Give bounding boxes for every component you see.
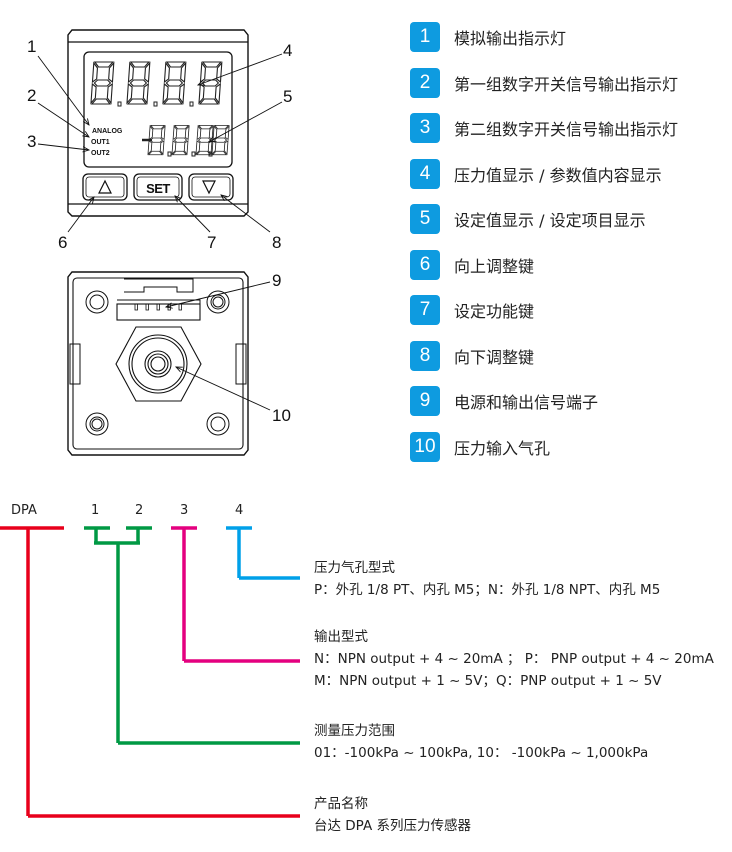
- legend-badge: 10: [410, 431, 440, 462]
- callout-1: 1: [27, 37, 36, 56]
- up-button[interactable]: [82, 173, 128, 201]
- desc-port-type: 压力气孔型式 P：外孔 1/8 PT、内孔 M5；N：外孔 1/8 NPT、内孔…: [314, 557, 660, 601]
- legend-item: 2 第一组数字开关信号输出指示灯: [410, 67, 679, 98]
- front-panel: ANALOG OUT1 OUT2 SET: [27, 29, 292, 252]
- down-button[interactable]: [188, 173, 234, 201]
- up-triangle-icon: [98, 179, 112, 194]
- code-segment-dpa: DPA: [11, 503, 37, 518]
- line-port: [226, 526, 300, 580]
- callout-5: 5: [283, 87, 292, 106]
- legend-label: 电源和输出信号端子: [454, 393, 599, 412]
- callout-6: 6: [58, 233, 67, 252]
- legend-item: 8 向下调整键: [410, 340, 535, 371]
- legend-item: 10 压力输入气孔: [410, 431, 551, 462]
- line-output: [171, 526, 300, 663]
- legend-label: 设定功能键: [454, 302, 535, 321]
- power-signal-terminal: [116, 278, 201, 321]
- desc-line: 01：-100kPa ~ 100kPa, 10： -100kPa ~ 1,000…: [314, 745, 649, 761]
- legend-badge: 7: [410, 295, 440, 325]
- rear-panel: 9 10: [67, 271, 291, 456]
- legend-label: 设定值显示 / 设定项目显示: [454, 211, 646, 230]
- pressure-input-port: [115, 326, 202, 402]
- desc-line: M：NPN output + 1 ~ 5V；Q：PNP output + 1 ~…: [314, 673, 662, 689]
- legend-badge: 6: [410, 249, 440, 280]
- legend-item: 1 模拟输出指示灯: [410, 22, 566, 52]
- legend-item: 4 压力值显示 / 参数值内容显示: [410, 158, 662, 189]
- legend-label: 压力输入气孔: [454, 438, 551, 458]
- down-triangle-icon: [202, 180, 216, 195]
- main-display: [90, 61, 223, 107]
- legend-label: 第一组数字开关信号输出指示灯: [454, 74, 679, 94]
- legend-item: 7 设定功能键: [410, 295, 534, 325]
- code-segment-1: 1: [91, 503, 100, 518]
- desc-title: 测量压力范围: [314, 723, 395, 739]
- analog-indicator-label: ANALOG: [92, 128, 123, 135]
- legend-badge: 4: [410, 158, 440, 189]
- sub-display: [142, 124, 230, 157]
- legend-badge: 2: [410, 67, 440, 98]
- desc-pressure-range: 测量压力范围 01：-100kPa ~ 100kPa, 10： -100kPa …: [314, 720, 648, 764]
- callout-7: 7: [207, 233, 216, 252]
- legend-label: 压力值显示 / 参数值内容显示: [454, 165, 662, 185]
- lcd-screen: [83, 51, 233, 168]
- mount-screw: [85, 290, 230, 436]
- legend-badge: 5: [410, 204, 440, 234]
- legend-item: 9 电源和输出信号端子: [410, 386, 598, 416]
- legend-label: 向上调整键: [454, 256, 535, 276]
- desc-output-type: 输出型式 N：NPN output + 4 ~ 20mA ； P： PNP ou…: [314, 626, 714, 692]
- code-segment-3: 3: [180, 503, 189, 518]
- line-range: [84, 526, 300, 745]
- desc-line: N：NPN output + 4 ~ 20mA ； P： PNP output …: [314, 651, 714, 667]
- legend-label: 模拟输出指示灯: [454, 29, 567, 48]
- model-code-lines: [0, 526, 300, 818]
- code-segment-4: 4: [235, 503, 244, 518]
- callout-4: 4: [283, 41, 292, 60]
- desc-line: P：外孔 1/8 PT、内孔 M5；N：外孔 1/8 NPT、内孔 M5: [314, 582, 661, 598]
- set-button[interactable]: SET: [133, 173, 183, 201]
- legend-label: 向下调整键: [454, 347, 535, 367]
- desc-title: 产品名称: [314, 796, 368, 812]
- legend-badge: 8: [410, 340, 440, 371]
- desc-line: 台达 DPA 系列压力传感器: [314, 818, 471, 834]
- legend-badge: 3: [410, 113, 440, 143]
- code-segment-2: 2: [135, 503, 144, 518]
- legend-item: 5 设定值显示 / 设定项目显示: [410, 204, 646, 234]
- out1-indicator-label: OUT1: [91, 139, 110, 146]
- legend-item: 3 第二组数字开关信号输出指示灯: [410, 113, 678, 143]
- callout-3: 3: [27, 132, 36, 151]
- callout-9: 9: [272, 271, 281, 290]
- desc-title: 压力气孔型式: [314, 560, 395, 576]
- legend-label: 第二组数字开关信号输出指示灯: [454, 120, 679, 139]
- legend-badge: 1: [410, 22, 440, 52]
- desc-product-name: 产品名称 台达 DPA 系列压力传感器: [314, 793, 471, 837]
- desc-title: 输出型式: [314, 629, 368, 645]
- callout-2: 2: [27, 86, 36, 105]
- legend-badge: 9: [410, 386, 440, 416]
- front-callouts: [37, 53, 283, 233]
- callout-8: 8: [272, 233, 281, 252]
- legend-item: 6 向上调整键: [410, 249, 535, 280]
- line-dpa: [0, 526, 300, 818]
- set-button-label: SET: [146, 181, 170, 196]
- callout-10: 10: [272, 406, 291, 425]
- out2-indicator-label: OUT2: [91, 150, 110, 157]
